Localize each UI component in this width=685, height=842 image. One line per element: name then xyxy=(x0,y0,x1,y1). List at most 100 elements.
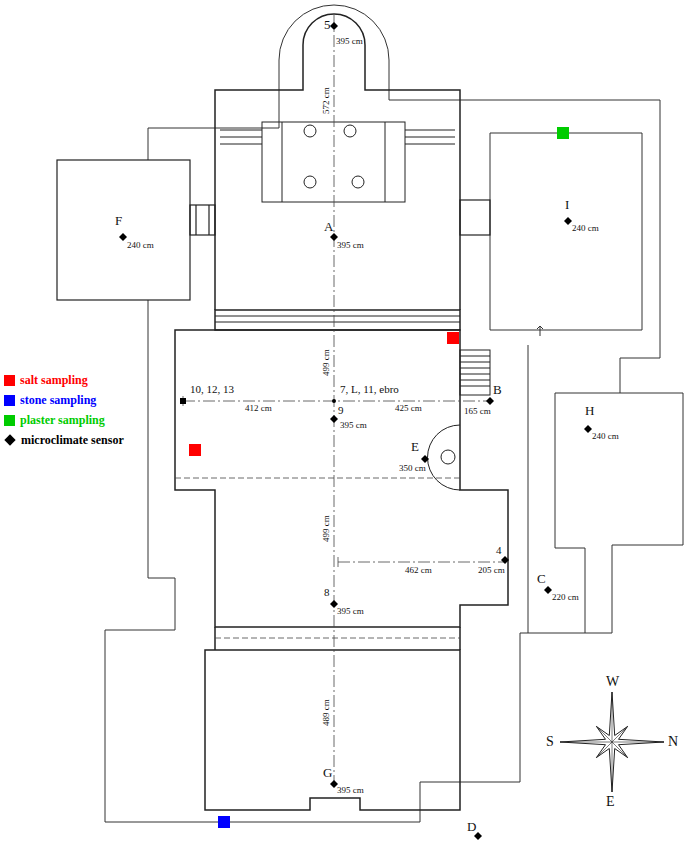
callout-number: 7, L, 11, ebro xyxy=(340,384,399,395)
staircase xyxy=(460,350,490,395)
legend-swatch xyxy=(4,375,15,386)
church-walls-part xyxy=(175,330,508,627)
sensor-label: A xyxy=(324,220,333,233)
compass-rose xyxy=(560,692,664,792)
dimension-label: 395 cm xyxy=(340,421,367,430)
room-outline-part xyxy=(196,205,209,235)
dimension-label: 395 cm xyxy=(337,786,364,795)
callout-number: 9 xyxy=(338,405,344,416)
legend-text: stone sampling xyxy=(20,394,96,406)
church-walls-part xyxy=(215,14,460,310)
room-outline xyxy=(57,160,490,300)
sensor-label: E xyxy=(411,440,419,453)
legend-text: microclimate sensor xyxy=(21,434,124,446)
sensor-marker-part xyxy=(330,22,338,30)
sensor-label: C xyxy=(537,572,546,585)
compass-label: E xyxy=(606,795,615,809)
dimension-label: 489 cm xyxy=(322,698,331,727)
church-walls-part xyxy=(205,650,460,810)
church-walls xyxy=(175,14,508,810)
altar-part xyxy=(304,176,316,188)
sensor-marker-part xyxy=(486,397,494,405)
sensor-label: I xyxy=(565,198,569,211)
sampling-marker-part xyxy=(189,444,201,456)
dashed-lines-part xyxy=(183,396,338,567)
dimension-label: 205 cm xyxy=(478,566,505,575)
legend: salt sampling stone sampling plaster sampl… xyxy=(4,370,124,450)
dimension-label: 220 cm xyxy=(552,593,579,602)
sensor-marker-part xyxy=(421,455,429,463)
dimension-label: 350 cm xyxy=(399,464,426,473)
sensor-label: 5 xyxy=(324,18,331,31)
callout-number: 4 xyxy=(496,545,502,556)
pulpit-part xyxy=(428,425,461,490)
dimension-label: 395 cm xyxy=(337,241,364,250)
legend-swatch xyxy=(4,395,15,406)
sensor-label: B xyxy=(493,383,502,396)
sensor-marker-part xyxy=(330,233,338,241)
sampling-marker-part xyxy=(557,127,569,139)
room-outline-part xyxy=(460,200,490,235)
dimension-label: 240 cm xyxy=(592,432,619,441)
compass-rose-part xyxy=(560,692,664,792)
altar-part xyxy=(220,130,455,144)
sensor-marker-part xyxy=(330,780,338,788)
altar xyxy=(215,122,460,322)
dimension-label: 165 cm xyxy=(464,407,491,416)
church-walls-part xyxy=(215,310,460,330)
dimension-label: 462 cm xyxy=(405,566,432,575)
sensor-marker-part xyxy=(584,425,592,433)
dimension-label: 395 cm xyxy=(336,37,363,46)
legend-text: salt sampling xyxy=(20,374,88,386)
compass-label: N xyxy=(668,735,678,749)
sampling-marker-part xyxy=(218,816,230,828)
sensor-marker xyxy=(119,22,592,840)
dimension-label: 425 cm xyxy=(395,404,422,413)
sensor-marker-part xyxy=(330,415,338,423)
sensor-marker-part xyxy=(474,832,482,840)
dimension-label: 412 cm xyxy=(245,404,272,413)
outer-outline-part xyxy=(528,345,529,633)
sensor-marker-part xyxy=(180,398,186,404)
room-outline-part xyxy=(190,205,215,235)
dimension-label: 240 cm xyxy=(572,224,599,233)
legend-text: plaster sampling xyxy=(20,414,105,426)
dashed-lines-part xyxy=(338,562,505,563)
legend-row: stone sampling xyxy=(4,390,124,410)
legend-row: microclimate sensor xyxy=(4,430,124,450)
legend-row: plaster sampling xyxy=(4,410,124,430)
church-walls-part xyxy=(215,627,460,650)
sampling-marker-part xyxy=(447,332,459,344)
compass-rose-part xyxy=(560,692,664,792)
callout-number: 8 xyxy=(324,587,330,598)
altar-part xyxy=(352,176,364,188)
pulpit-part xyxy=(441,450,455,464)
outer-outline-part xyxy=(490,133,642,330)
sensor-label: G xyxy=(323,766,332,779)
altar-part xyxy=(262,122,405,202)
compass-label: S xyxy=(546,735,554,749)
sampling-marker xyxy=(189,127,569,828)
dimension-label: 572 cm xyxy=(322,86,331,115)
staircase-part xyxy=(460,356,490,386)
altar-part xyxy=(215,316,460,322)
sensor-marker-part xyxy=(332,399,336,403)
legend-swatch xyxy=(4,415,15,426)
altar-part xyxy=(282,122,385,202)
dashed-lines-part xyxy=(175,478,460,638)
callout-number: 10, 12, 13 xyxy=(190,384,234,395)
sensor-label: H xyxy=(585,404,594,417)
dashed-lines xyxy=(175,15,505,785)
dimension-label: 499 cm xyxy=(322,514,331,543)
altar-part xyxy=(344,125,356,137)
staircase-part xyxy=(460,350,490,395)
room-outline-part xyxy=(57,160,190,300)
dimension-label: 499 cm xyxy=(322,348,331,377)
pulpit xyxy=(428,425,461,490)
outer-outline xyxy=(105,5,683,822)
dashed-lines-part xyxy=(183,401,490,402)
legend-row: salt sampling xyxy=(4,370,124,390)
sensor-marker-part xyxy=(501,556,509,564)
compass-label: W xyxy=(606,675,619,689)
